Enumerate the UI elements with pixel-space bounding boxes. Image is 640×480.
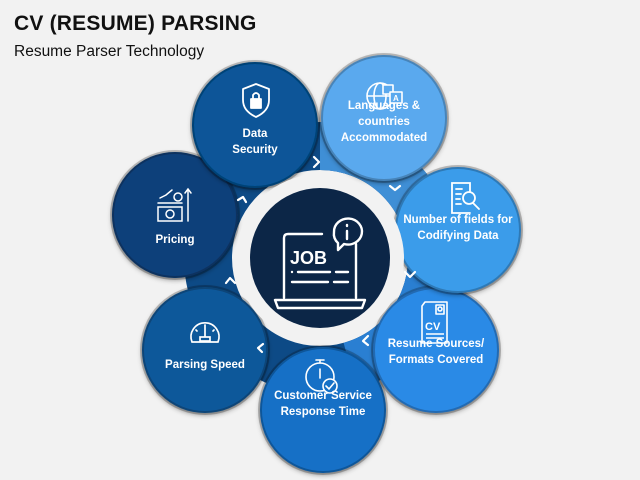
chevrons (224, 155, 417, 354)
node-label-languages: countries (358, 116, 410, 128)
node-label-data-security: Security (232, 144, 278, 156)
node-circle (319, 53, 449, 183)
node-label-customer-service: Response Time (280, 406, 366, 418)
chevron-up-icon (224, 276, 237, 285)
node-label-customer-service: Customer Service (274, 390, 372, 402)
node-parsing-speed (140, 285, 270, 415)
document-search-icon (451, 182, 480, 214)
node-circle (258, 345, 388, 475)
chevron-left-icon (256, 342, 265, 354)
chevron-down-icon (388, 184, 402, 192)
speedometer-icon (190, 321, 220, 343)
page-title: CV (RESUME) PARSING (14, 12, 257, 35)
chevron-down-icon (403, 270, 417, 279)
node-label-fields: Number of fields for (403, 214, 513, 226)
node-label-resume-sources: Resume Sources/ (387, 338, 485, 350)
node-languages (319, 53, 449, 183)
globe-translate-icon: A (366, 82, 403, 110)
chevron-up-icon (236, 195, 248, 204)
node-circle (110, 150, 240, 280)
node-label-parsing-speed: Parsing Speed (165, 359, 245, 371)
node-label-fields: Codifying Data (417, 230, 499, 242)
chevron-left-icon (361, 334, 370, 347)
page-subtitle: Resume Parser Technology (14, 43, 205, 60)
node-label-languages: Languages & (347, 100, 421, 112)
node-label-pricing: Pricing (155, 234, 195, 246)
node-circle (190, 60, 320, 190)
svg-text:CV: CV (425, 321, 441, 333)
svg-text:A: A (393, 94, 399, 103)
node-customer-service (258, 345, 388, 475)
node-pricing (110, 150, 240, 280)
stopwatch-check-icon (305, 359, 338, 394)
job-text: JOB (290, 248, 327, 268)
cv-document-icon: CV (421, 301, 448, 344)
node-label-data-security: Data (242, 128, 268, 140)
node-label-languages: Accommodated (340, 132, 428, 144)
shield-lock-icon (242, 83, 270, 118)
laptop-job-icon (273, 217, 367, 310)
node-circle (140, 285, 270, 415)
chevron-right-icon (312, 155, 321, 169)
node-label-resume-sources: Formats Covered (388, 354, 484, 366)
node-data-security (190, 60, 320, 190)
money-growth-icon (157, 187, 192, 222)
